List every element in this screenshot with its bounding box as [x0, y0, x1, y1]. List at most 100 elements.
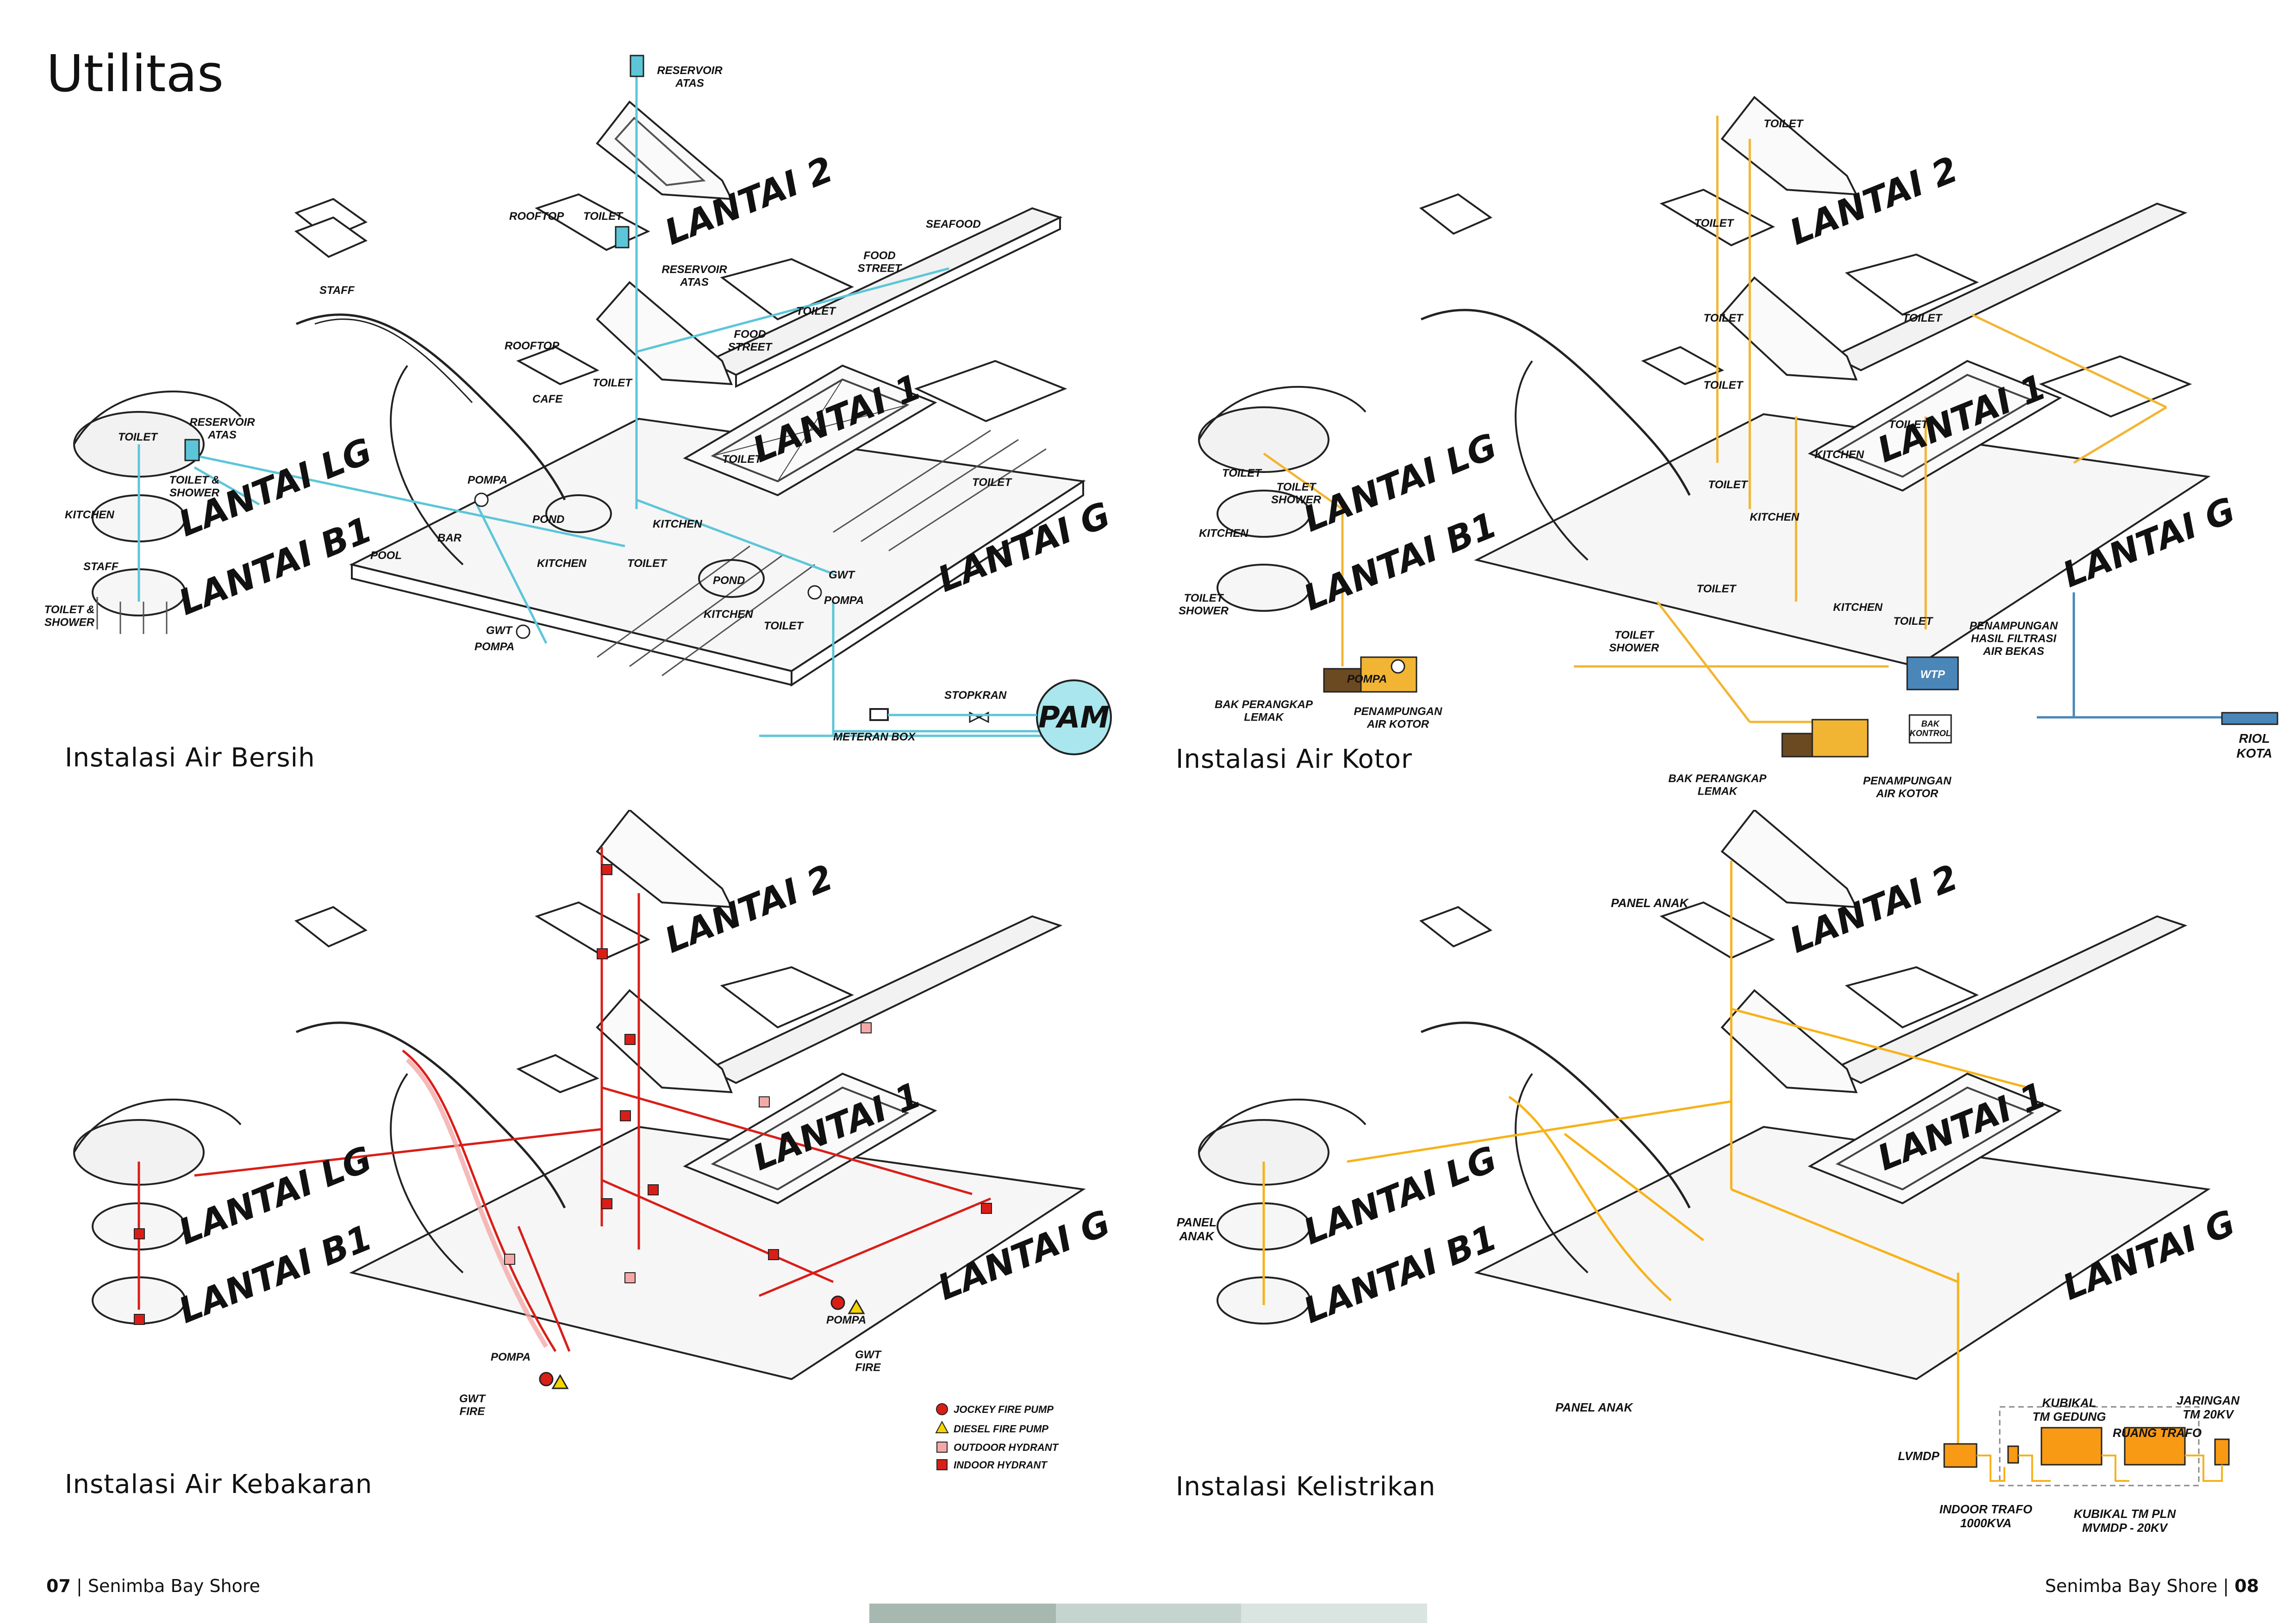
label-toilet: TOILET — [118, 431, 158, 443]
kubikal-tm-pln-box — [2124, 1427, 2186, 1466]
outdoor-hydrant-icon — [504, 1022, 872, 1283]
label-toilet: TOILET — [1703, 379, 1744, 392]
lvmdp-box — [1943, 1443, 1978, 1468]
label-pompa: POMPA — [826, 1314, 866, 1326]
label-pompa: POMPA — [1347, 673, 1387, 685]
label-kitchen: KITCHEN — [1750, 511, 1799, 523]
label-kitchen: KITCHEN — [1199, 527, 1248, 540]
jockey-fire-pump-icon — [830, 1295, 845, 1310]
label-meteran-box: METERAN BOX — [833, 731, 916, 743]
label-toilet: TOILET — [972, 476, 1012, 489]
caption-air-kotor: Instalasi Air Kotor — [1176, 744, 1412, 774]
label-seafood: SEAFOOD — [926, 218, 981, 230]
pump-icon — [474, 492, 822, 639]
label-toilet-shower: TOILET &SHOWER — [44, 603, 95, 629]
label-kitchen: KITCHEN — [653, 518, 702, 530]
label-lvmdp: LVMDP — [1898, 1449, 1940, 1463]
label-pompa: POMPA — [491, 1351, 530, 1363]
footer-right-page-number: 08 — [2234, 1576, 2259, 1596]
page-title: Utilitas — [46, 44, 224, 103]
label-gwt: GWT — [486, 624, 513, 637]
label-toilet-shower: TOILET &SHOWER — [169, 474, 220, 499]
footer-separator: | — [76, 1576, 88, 1596]
label-bar: BAR — [437, 532, 462, 544]
label-kitchen: KITCHEN — [704, 608, 753, 621]
label-stopkran: STOPKRAN — [944, 689, 1007, 702]
legend-label: OUTDOOR HYDRANT — [954, 1442, 1059, 1453]
footer-color-bar-3 — [1241, 1604, 1427, 1623]
jockey-fire-pump-icon — [539, 1372, 554, 1387]
panel-kelistrikan: LANTAI 2 LANTAI 1 LANTAI LG LANTAI B1 LA… — [1148, 810, 2296, 1573]
label-kitchen: KITCHEN — [1833, 601, 1883, 614]
kubikal-tm-gedung-box — [2040, 1427, 2103, 1466]
footer-color-bar-2 — [1056, 1604, 1241, 1623]
label-toilet: TOILET — [1697, 583, 1737, 595]
jaringan-tm-box — [2214, 1438, 2230, 1466]
label-pompa: POMPA — [468, 474, 507, 486]
building-axonometric — [1198, 96, 2211, 668]
meteran-box-icon — [869, 708, 889, 721]
bak-kontrol-box — [1909, 714, 1952, 744]
grease-trap-tank — [1781, 733, 1813, 758]
caption-air-bersih: Instalasi Air Bersih — [65, 743, 315, 773]
legend-label: INDOOR HYDRANT — [954, 1459, 1048, 1471]
footer-color-bar-1 — [869, 1604, 1056, 1623]
label-pompa: POMPA — [474, 640, 514, 653]
label-kitchen: KITCHEN — [65, 509, 114, 521]
legend-label: DIESEL FIRE PUMP — [954, 1423, 1048, 1435]
label-toilet: TOILET — [1903, 312, 1943, 324]
annotation-labels: TOILET TOILET TOILET TOILET TOILET TOILE… — [1179, 118, 2272, 800]
label-rooftop: ROOFTOP — [509, 210, 564, 223]
panel-air-bersih: PAM LANTAI 2 LANTAI 1 LANTAI LG LANTAI B… — [0, 0, 1148, 773]
caption-kelistrikan: Instalasi Kelistrikan — [1176, 1472, 1436, 1502]
electric-cables — [1262, 861, 2028, 1467]
label-toilet: TOILET — [1703, 312, 1744, 324]
label-kitchen: KITCHEN — [537, 557, 586, 570]
panel-air-kebakaran: LANTAI 2 LANTAI 1 LANTAI LG LANTAI B1 LA… — [0, 810, 1148, 1573]
label-pompa: POMPA — [824, 594, 864, 607]
footer-left-page-number: 07 — [46, 1576, 71, 1596]
label-toilet: TOILET — [796, 305, 836, 317]
fire-pipes — [137, 847, 991, 1352]
wtp-label: WTP — [1920, 668, 1945, 681]
label-kitchen: KITCHEN — [1815, 448, 1864, 461]
label-toilet: TOILET — [1889, 418, 1929, 431]
legend-label: JOCKEY FIRE PUMP — [954, 1404, 1054, 1415]
indoor-trafo-box — [2007, 1445, 2019, 1464]
reservoir-tank — [630, 55, 644, 77]
footer-left-text: Senimba Bay Shore — [87, 1576, 261, 1596]
footer-right: Senimba Bay Shore | 08 — [2045, 1576, 2259, 1596]
label-toilet: TOILET — [583, 210, 624, 223]
reservoir-tank — [184, 439, 200, 461]
reservoir-tank — [615, 226, 630, 249]
label-toilet: TOILET — [593, 377, 633, 389]
indoor-hydrant-icon — [134, 864, 992, 1325]
fire-legend: JOCKEY FIRE PUMP DIESEL FIRE PUMP OUTDOO… — [935, 1403, 1059, 1471]
waste-water-pipes — [1263, 116, 2167, 723]
label-toilet: TOILET — [1764, 118, 1804, 130]
label-toilet: TOILET — [764, 620, 804, 632]
label-toilet: TOILET — [627, 557, 668, 570]
label-ruang-trafo: RUANG TRAFO — [2113, 1426, 2202, 1440]
label-toilet: TOILET — [1708, 479, 1748, 491]
building-axonometric — [1198, 810, 2211, 1380]
pam-label: PAM — [1038, 701, 1110, 735]
legend-jockey-fire-pump-icon — [936, 1403, 948, 1415]
air-kotor-diagram: WTP LANTAI 2 LANTAI 1 LANTAI LG LANTAI B… — [1179, 96, 2278, 800]
waste-holding-tank — [1811, 719, 1869, 758]
